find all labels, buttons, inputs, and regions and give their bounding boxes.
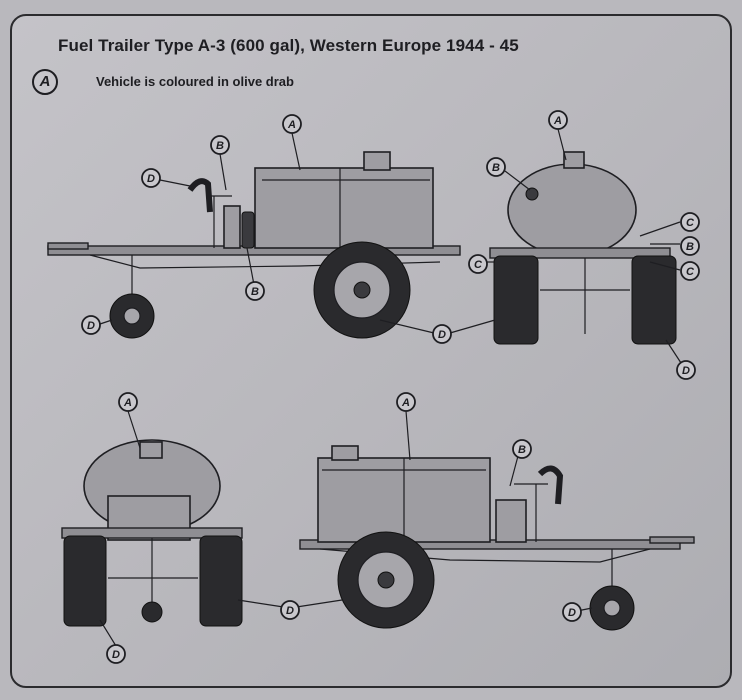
side-view-left	[47, 151, 461, 339]
tank-end	[507, 163, 637, 257]
callout-circle	[210, 135, 230, 155]
rear-view-right	[489, 151, 677, 345]
callout-circle	[676, 360, 696, 380]
drawbar-end-r	[649, 536, 695, 544]
callout-letter: D	[568, 607, 576, 619]
hose	[187, 178, 213, 213]
callout-letter: B	[251, 286, 259, 298]
front-tyre-left	[63, 535, 107, 627]
callout-circle	[141, 168, 161, 188]
colour-note: Vehicle is coloured in olive drab	[96, 74, 294, 89]
callout-circle	[680, 236, 700, 256]
callout-circle	[680, 261, 700, 281]
callout-circle	[118, 392, 138, 412]
callout-circle	[562, 602, 582, 622]
callout-letter: D	[438, 329, 446, 341]
colour-scheme-badge: A	[32, 69, 58, 95]
pump-box-r	[495, 499, 527, 543]
callout-letter: A	[123, 397, 132, 409]
front-tyre-right	[199, 535, 243, 627]
callout-circle	[396, 392, 416, 412]
front-filler-cap	[139, 441, 163, 459]
tank-seams	[262, 168, 430, 248]
callout-circle	[245, 281, 265, 301]
callout-letter: C	[686, 266, 695, 278]
jockey-hub	[123, 307, 141, 325]
filler-cap-r	[331, 445, 359, 461]
rear-tyre-right	[631, 255, 677, 345]
hose-r	[537, 465, 564, 505]
callout-letter: A	[401, 397, 410, 409]
main-wheel-hub	[353, 281, 371, 299]
side-view-right	[299, 445, 695, 631]
pump-box	[223, 205, 241, 249]
rear-filler-cap	[563, 151, 585, 169]
callout-circle	[106, 644, 126, 664]
front-jockey-wheel	[141, 601, 163, 623]
rear-frame	[489, 247, 671, 259]
callout-letter: B	[518, 444, 526, 456]
callout-letter: D	[682, 365, 690, 377]
front-view-left	[61, 439, 243, 627]
tail-light	[525, 187, 539, 201]
callout-circle	[468, 254, 488, 274]
fire-extinguisher	[241, 211, 255, 249]
callout-letter: B	[492, 162, 500, 174]
callout-circle	[280, 600, 300, 620]
callout-letter: D	[87, 320, 95, 332]
callout-letter: C	[474, 259, 483, 271]
rear-tyre-left	[493, 255, 539, 345]
filler-cap	[363, 151, 391, 171]
callout-circle	[81, 315, 101, 335]
tank-body	[254, 167, 434, 249]
tank-seams-r	[322, 458, 486, 542]
callout-letter: D	[112, 649, 120, 661]
callout-circle	[432, 324, 452, 344]
main-wheel-hub-r	[377, 571, 395, 589]
jockey-hub-r	[603, 599, 621, 617]
callout-circle	[282, 114, 302, 134]
callout-badges: A B D B D D A B C B C C D A D A B	[81, 110, 700, 664]
callout-circle	[512, 439, 532, 459]
callout-letter: D	[286, 605, 294, 617]
callout-letter: B	[216, 140, 224, 152]
drawbar-end	[47, 242, 89, 250]
callout-circle	[486, 157, 506, 177]
callout-letter: C	[686, 217, 695, 229]
callout-letter: A	[287, 119, 296, 131]
callout-circle	[680, 212, 700, 232]
callout-letter: A	[553, 115, 562, 127]
sheet-title: Fuel Trailer Type A-3 (600 gal), Western…	[58, 36, 519, 55]
callout-circle	[548, 110, 568, 130]
callout-letter: B	[686, 241, 694, 253]
callout-letter: D	[147, 173, 155, 185]
